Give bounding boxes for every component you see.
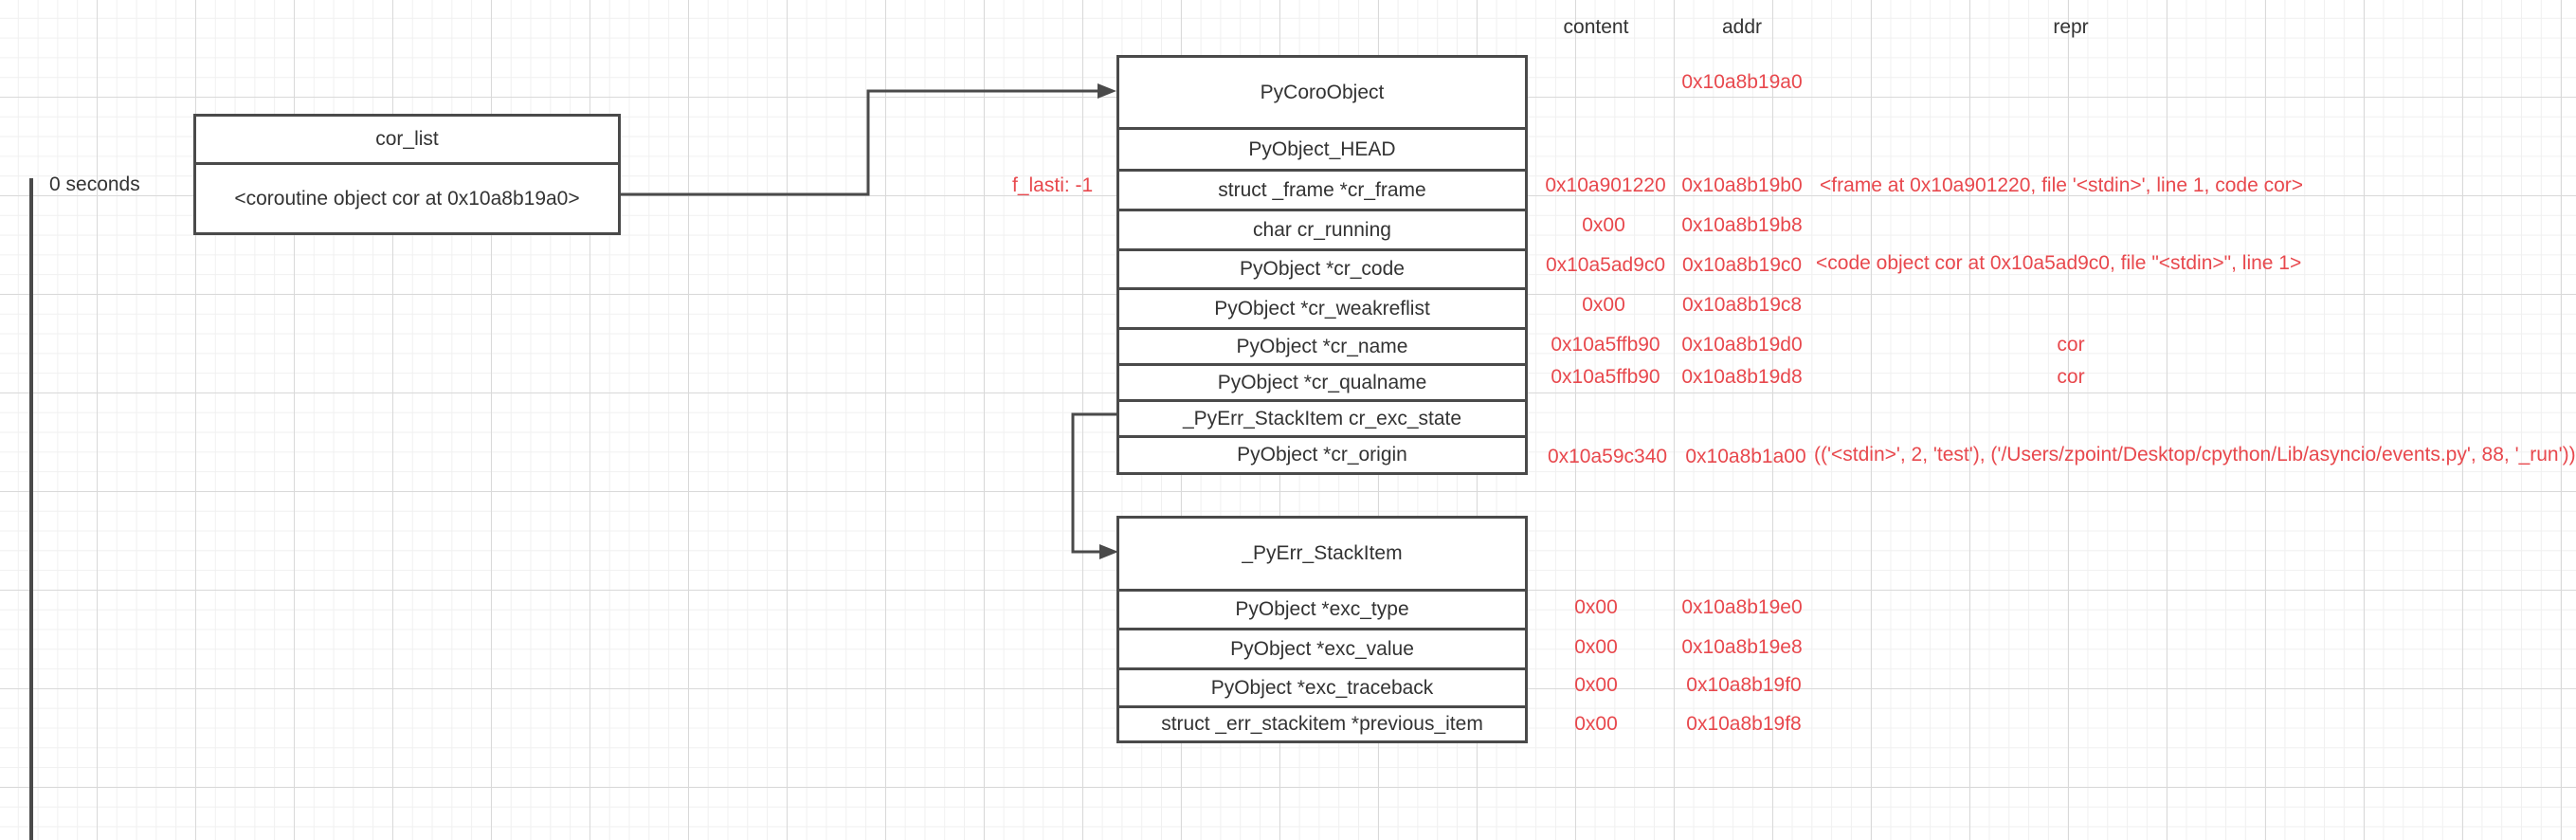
cor-list-item: <coroutine object cor at 0x10a8b19a0> <box>196 162 618 232</box>
addr-exc-type: 0x10a8b19e0 <box>1681 596 1803 618</box>
addr-cr-origin: 0x10a8b1a00 <box>1685 446 1806 467</box>
stackitem-title: _PyErr_StackItem <box>1119 519 1525 589</box>
addr-previous-item: 0x10a8b19f8 <box>1686 713 1802 735</box>
addr-cr-weakreflist: 0x10a8b19c8 <box>1681 294 1803 316</box>
column-header-addr: addr <box>1721 16 1763 38</box>
addr-cr-frame: 0x10a8b19b0 <box>1681 174 1803 196</box>
field-cr-qualname: PyObject *cr_qualname <box>1119 363 1525 399</box>
addr-exc-value: 0x10a8b19e8 <box>1681 636 1803 658</box>
content-cr-frame: 0x10a901220 <box>1545 174 1666 196</box>
field-cr-name: PyObject *cr_name <box>1119 327 1525 363</box>
connector-lines <box>29 83 1118 840</box>
field-cr-weakreflist: PyObject *cr_weakreflist <box>1119 287 1525 327</box>
pycoroobject-title: PyCoroObject <box>1119 58 1525 127</box>
cor-list-arrow <box>619 89 1099 196</box>
cor-list-title: cor_list <box>196 117 618 162</box>
content-cr-qualname: 0x10a5ffb90 <box>1551 366 1660 388</box>
cor-list-box: cor_list <coroutine object cor at 0x10a8… <box>193 114 621 235</box>
pycoroobject-addr: 0x10a8b19a0 <box>1681 71 1803 93</box>
repr-cr-qualname: cor <box>2057 366 2085 388</box>
addr-exc-traceback: 0x10a8b19f0 <box>1686 674 1802 696</box>
repr-cr-name: cor <box>2057 334 2085 356</box>
field-cr-code: PyObject *cr_code <box>1119 248 1525 287</box>
field-pyobject-head: PyObject_HEAD <box>1119 127 1525 169</box>
content-exc-value: 0x00 <box>1574 636 1618 658</box>
repr-cr-code: <code object cor at 0x10a5ad9c0, file "<… <box>1816 252 2302 274</box>
content-exc-traceback: 0x00 <box>1574 674 1618 696</box>
exc-state-arrowhead <box>1099 544 1118 559</box>
content-cr-name: 0x10a5ffb90 <box>1551 334 1660 356</box>
field-cr-exc-state: _PyErr_StackItem cr_exc_state <box>1119 399 1525 435</box>
column-header-repr: repr <box>2053 16 2089 38</box>
field-cr-running: char cr_running <box>1119 209 1525 248</box>
field-exc-value: PyObject *exc_value <box>1119 628 1525 667</box>
pycoroobject-box: PyCoroObject PyObject_HEAD struct _frame… <box>1116 55 1528 475</box>
content-cr-code: 0x10a5ad9c0 <box>1545 254 1666 276</box>
addr-cr-code: 0x10a8b19c0 <box>1681 254 1803 276</box>
addr-cr-qualname: 0x10a8b19d8 <box>1681 366 1803 388</box>
column-header-content: content <box>1563 16 1629 38</box>
repr-cr-origin: (('<stdin>', 2, 'test'), ('/Users/zpoint… <box>1814 444 2576 466</box>
content-exc-type: 0x00 <box>1574 596 1618 618</box>
f-lasti-label: f_lasti: -1 <box>1012 174 1094 196</box>
content-cr-running: 0x00 <box>1582 214 1625 236</box>
addr-cr-name: 0x10a8b19d0 <box>1681 334 1803 356</box>
field-previous-item: struct _err_stackitem *previous_item <box>1119 705 1525 740</box>
repr-cr-frame: <frame at 0x10a901220, file '<stdin>', l… <box>1820 174 2304 196</box>
repr-column: <frame at 0x10a901220, file '<stdin>', l… <box>1801 171 2576 474</box>
field-exc-traceback: PyObject *exc_traceback <box>1119 667 1525 705</box>
field-cr-origin: PyObject *cr_origin <box>1119 435 1525 472</box>
exc-state-arrow <box>1071 412 1118 554</box>
field-cr-frame: struct _frame *cr_frame <box>1119 169 1525 209</box>
addr-cr-running: 0x10a8b19b8 <box>1681 214 1803 236</box>
content-cr-weakreflist: 0x00 <box>1582 294 1625 316</box>
field-exc-type: PyObject *exc_type <box>1119 589 1525 628</box>
cor-list-arrowhead <box>1098 83 1116 99</box>
timeline-label: 0 seconds <box>49 173 140 195</box>
pyerr-stackitem-box: _PyErr_StackItem PyObject *exc_type PyOb… <box>1116 516 1528 743</box>
content-cr-origin: 0x10a59c340 <box>1547 446 1668 467</box>
content-previous-item: 0x00 <box>1574 713 1618 735</box>
